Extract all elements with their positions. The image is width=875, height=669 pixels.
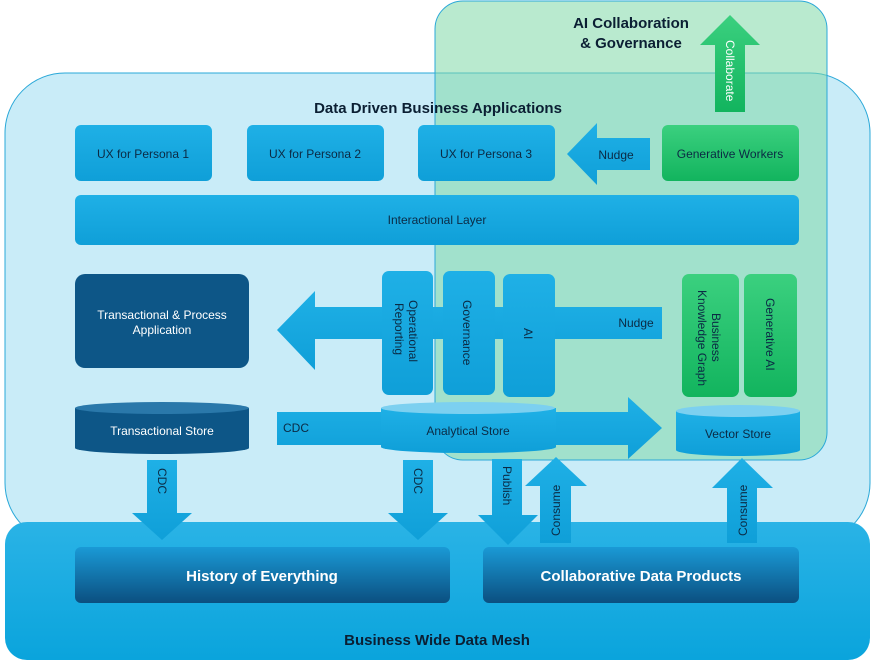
apps-region-title: Data Driven Business Applications	[314, 100, 562, 117]
governance	[443, 271, 495, 395]
nudge-top-label: Nudge	[598, 148, 634, 162]
ux-persona-2-label: UX for Persona 2	[269, 147, 361, 161]
operational-reporting-label-1: Operational	[406, 300, 420, 362]
publish-arrow	[478, 459, 538, 545]
operational-reporting	[382, 271, 433, 395]
ux-persona-1-label: UX for Persona 1	[97, 147, 189, 161]
interactional-layer	[75, 195, 799, 245]
business-knowledge-graph	[682, 274, 739, 397]
consume-2-label: Consume	[736, 484, 750, 536]
bkg-label-2: Knowledge Graph	[695, 290, 709, 386]
data-mesh-label: Business Wide Data Mesh	[344, 632, 530, 649]
generative-workers	[662, 125, 799, 181]
bkg-label-1: Business	[709, 313, 723, 362]
ux-persona-3	[418, 125, 555, 181]
ai-label: AI	[521, 328, 535, 339]
operational-reporting-label-2: Reporting	[392, 303, 406, 355]
governance-label: Governance	[460, 300, 474, 366]
generative-ai-label: Generative AI	[763, 298, 777, 371]
history-of-everything	[75, 547, 450, 603]
ai-region-title-2: & Governance	[580, 35, 682, 52]
cdc-right-label: CDC	[283, 421, 309, 435]
ai	[503, 274, 555, 397]
vector-store	[676, 405, 800, 456]
consume-arrow-2	[712, 458, 773, 543]
analytical-store-label: Analytical Store	[426, 424, 510, 438]
transactional-app-label-2: Application	[133, 323, 192, 337]
ai-region-title: AI Collaboration	[573, 15, 689, 32]
collaborate-label: Collaborate	[723, 40, 737, 102]
transactional-process-application	[75, 274, 249, 368]
cdc-down-1-label: CDC	[155, 468, 169, 494]
cdc-arrow-down-2	[388, 460, 448, 540]
transactional-store	[75, 402, 249, 454]
publish-label: Publish	[500, 466, 514, 505]
ux-persona-1	[75, 125, 212, 181]
vector-store-label: Vector Store	[705, 427, 771, 441]
generative-ai	[744, 274, 797, 397]
consume-1-label: Consume	[549, 484, 563, 536]
interactional-layer-label: Interactional Layer	[388, 213, 487, 227]
nudge-arrow-top	[567, 123, 650, 185]
analytical-store	[381, 402, 556, 454]
collaborate-arrow	[700, 15, 760, 112]
transactional-app-label-1: Transactional & Process	[97, 308, 227, 322]
consume-arrow-1	[525, 457, 587, 543]
cdc-down-2-label: CDC	[411, 468, 425, 494]
cdc-arrow-down-1	[132, 460, 192, 540]
ux-persona-2	[247, 125, 384, 181]
nudge-mid-label: Nudge	[618, 316, 654, 330]
ux-persona-3-label: UX for Persona 3	[440, 147, 532, 161]
collaborative-data-products-label: Collaborative Data Products	[541, 568, 742, 585]
transactional-store-label: Transactional Store	[110, 424, 214, 438]
collaborative-data-products	[483, 547, 799, 603]
history-label: History of Everything	[186, 568, 338, 585]
generative-workers-label: Generative Workers	[677, 147, 783, 161]
